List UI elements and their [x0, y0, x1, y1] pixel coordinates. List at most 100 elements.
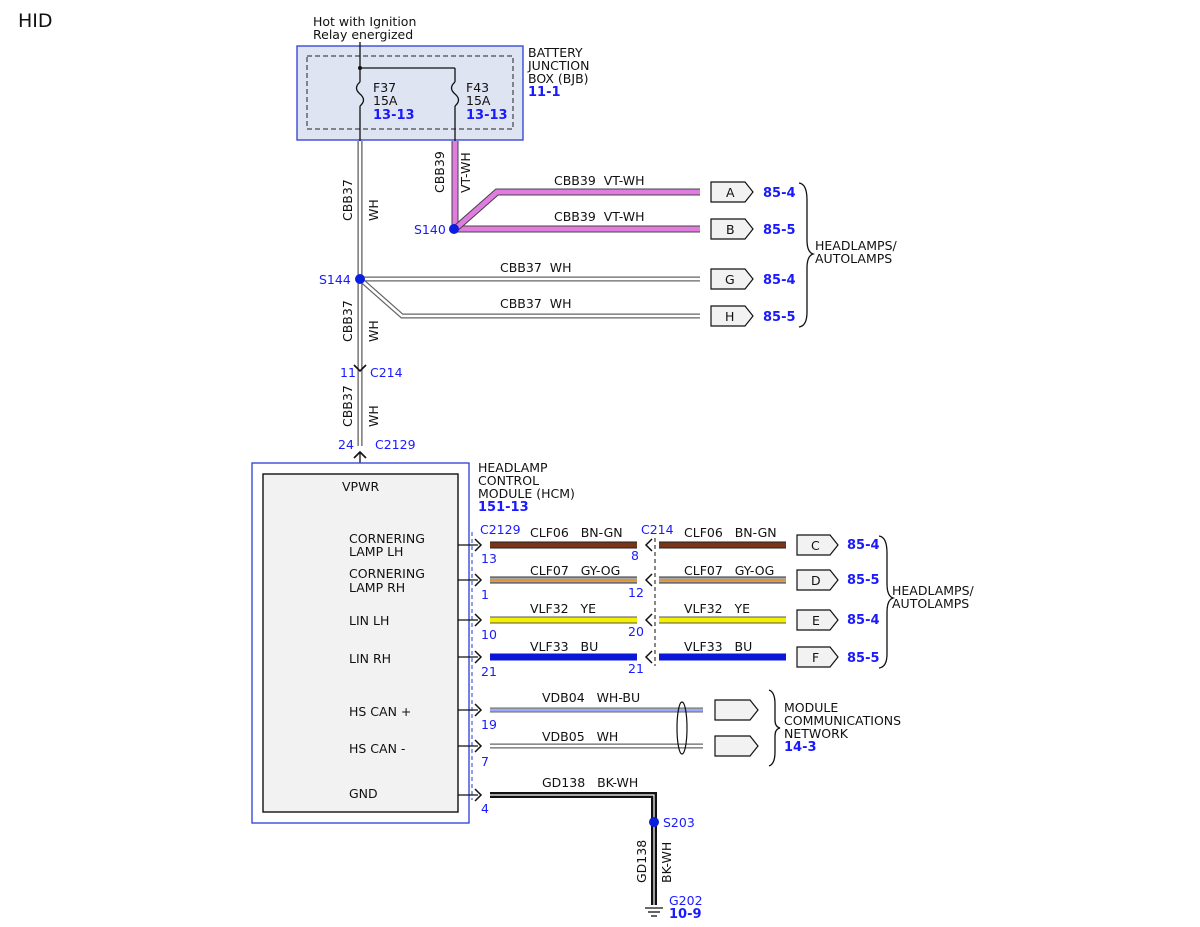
c214-label: C214: [641, 522, 674, 537]
fuse-f37-name: F37: [373, 80, 396, 95]
wire-label-cbb39-color: VT-WH: [458, 152, 473, 193]
network-connector-can-plus[interactable]: [714, 699, 759, 721]
ref-a[interactable]: 85-4: [763, 186, 796, 201]
headlamps-label-top-line1: HEADLAMPS/: [815, 238, 898, 253]
wire-label-s144-circuit: CBB37: [340, 300, 355, 342]
c2129-top-pin: 24: [338, 437, 354, 452]
ref-e[interactable]: 85-4: [847, 613, 880, 628]
bracket-headlamps-top: [798, 182, 816, 328]
twisted-pair-icon: [676, 701, 688, 755]
headlamp-pin-d: D: [811, 573, 821, 588]
wire-label-gd138-color: BK-WH: [659, 842, 674, 883]
fuse-f43-name: F43: [466, 80, 489, 95]
headlamps-label-top-line2: AUTOLAMPS: [815, 251, 892, 266]
wire-label-gd138-circuit: GD138: [634, 840, 649, 883]
ref-d[interactable]: 85-5: [847, 573, 880, 588]
headlamp-pin-a: A: [726, 185, 735, 200]
headlamp-connector-f[interactable]: F: [796, 646, 839, 668]
wire-label-gd138: GD138 BK-WH: [542, 775, 638, 790]
power-caption-line2: Relay energized: [313, 27, 413, 42]
hcm-pin-label-can-minus: HS CAN -: [349, 741, 405, 756]
wire-label-clf07-right: CLF07 GY-OG: [684, 563, 774, 578]
fuse-f37-ref[interactable]: 13-13: [373, 108, 415, 123]
headlamp-connector-d[interactable]: D: [796, 569, 839, 591]
ref-h[interactable]: 85-5: [763, 310, 796, 325]
wire-label-clf06-left: CLF06 BN-GN: [530, 525, 623, 540]
hcm-vpwr-label: VPWR: [342, 479, 379, 494]
headlamp-connector-b[interactable]: B: [710, 218, 754, 240]
fuse-f37-rating: 15A: [373, 93, 398, 108]
wire-label-vlf33-left: VLF33 BU: [530, 639, 598, 654]
bjb-name-line3: BOX (BJB): [528, 71, 589, 86]
network-ref[interactable]: 14-3: [784, 740, 817, 755]
ref-c[interactable]: 85-4: [847, 538, 880, 553]
wire-label-a: CBB39 VT-WH: [554, 173, 645, 188]
wire-label-vlf32-right: VLF32 YE: [684, 601, 750, 616]
wire-label-b: CBB39 VT-WH: [554, 209, 645, 224]
network-connector-can-minus[interactable]: [714, 735, 759, 757]
headlamp-connector-g[interactable]: G: [710, 268, 754, 290]
c2129-pin-arrows: [474, 538, 483, 802]
battery-junction-box: [296, 42, 524, 141]
fuse-f37-icon: [355, 81, 365, 141]
network-label-line1: MODULE: [784, 700, 838, 715]
bjb-name-line1: BATTERY: [528, 45, 583, 60]
wire-label-c214-color: WH: [366, 405, 381, 427]
wire-label-c214-circuit: CBB37: [340, 385, 355, 427]
headlamp-pin-h: H: [725, 309, 734, 324]
c2129-label: C2129: [480, 522, 521, 537]
headlamp-connector-h[interactable]: H: [710, 305, 754, 327]
hcm-ref[interactable]: 151-13: [478, 500, 529, 515]
hcm-pin-label-can-plus: HS CAN +: [349, 704, 411, 719]
headlamp-connector-c[interactable]: C: [796, 534, 839, 556]
headlamp-connector-a[interactable]: A: [710, 181, 754, 203]
c2129-pin-21: 21: [481, 664, 497, 679]
c2129-pin-10: 10: [481, 627, 497, 642]
fuse-f43-ref[interactable]: 13-13: [466, 108, 508, 123]
headlamp-pin-g: G: [725, 272, 735, 287]
network-label-line2: COMMUNICATIONS: [784, 713, 901, 728]
hcm-pin-stubs: [458, 544, 478, 796]
c214-connector-icon: [353, 364, 367, 373]
ref-b[interactable]: 85-5: [763, 223, 796, 238]
bracket-network: [768, 689, 781, 767]
page-title: HID: [18, 10, 53, 32]
ref-g[interactable]: 85-4: [763, 273, 796, 288]
wire-label-vlf32-left: VLF32 YE: [530, 601, 596, 616]
wire-label-s144-color: WH: [366, 320, 381, 342]
hcm-name-line3: MODULE (HCM): [478, 486, 575, 501]
wire-label-g: CBB37 WH: [500, 260, 572, 275]
hcm-name-line2: CONTROL: [478, 473, 539, 488]
c214-pin-arrows: [644, 538, 653, 664]
splice-s144-label: S144: [319, 272, 351, 287]
bracket-headlamps-bottom: [878, 535, 896, 669]
hcm-pin-label-cornering-rh-1: CORNERING: [349, 566, 425, 581]
c214-top-pin: 11: [340, 365, 356, 380]
bjb-name-line2: JUNCTION: [527, 58, 589, 73]
splice-s203: [649, 817, 659, 827]
c2129-pin-19: 19: [481, 717, 497, 732]
hcm-pin-label-cornering-lh-2: LAMP LH: [349, 544, 403, 559]
c214-pin-21: 21: [628, 661, 644, 676]
wire-label-vlf33-right: VLF33 BU: [684, 639, 752, 654]
headlamp-pin-f: F: [812, 650, 819, 665]
c2129-top-name: C2129: [375, 437, 416, 452]
power-caption-line1: Hot with Ignition: [313, 14, 416, 29]
hcm-pin-label-lin-lh: LIN LH: [349, 613, 389, 628]
c2129-pin-4: 4: [481, 801, 489, 816]
headlamps-label-bottom-line1: HEADLAMPS/: [892, 583, 975, 598]
bjb-ref[interactable]: 11-1: [528, 85, 561, 100]
wire-label-clf06-right: CLF06 BN-GN: [684, 525, 777, 540]
hcm-pin-label-lin-rh: LIN RH: [349, 651, 391, 666]
ref-f[interactable]: 85-5: [847, 651, 880, 666]
ground-ref[interactable]: 10-9: [669, 907, 702, 922]
wire-label-h: CBB37 WH: [500, 296, 572, 311]
fuse-f43-rating: 15A: [466, 93, 491, 108]
wire-label-clf07-left: CLF07 GY-OG: [530, 563, 620, 578]
headlamp-connector-e[interactable]: E: [796, 609, 839, 631]
wire-label-cbb39-circuit: CBB39: [432, 151, 447, 193]
hcm-module-body[interactable]: [262, 473, 459, 813]
headlamp-pin-e: E: [812, 613, 820, 628]
wire-label-cbb37-color: WH: [366, 199, 381, 221]
